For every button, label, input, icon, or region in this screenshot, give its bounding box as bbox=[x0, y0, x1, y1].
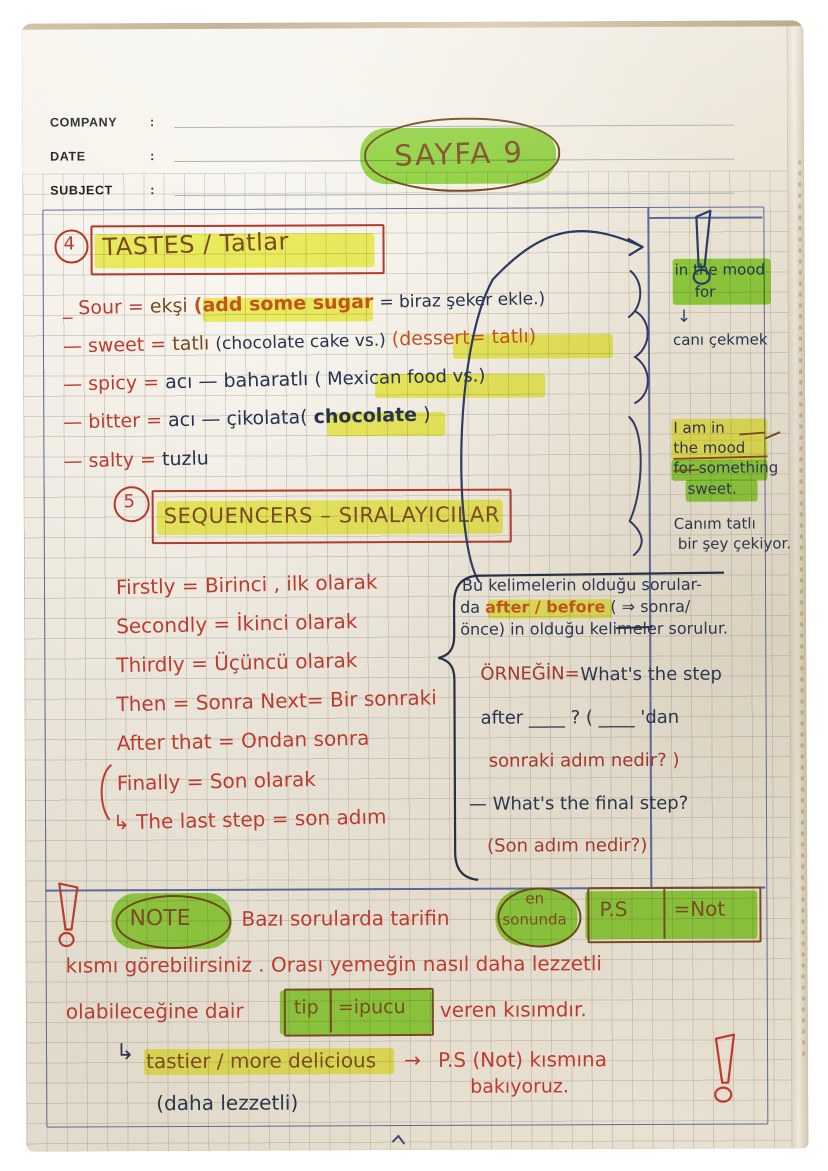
letterhead-company-colon: : bbox=[149, 115, 155, 130]
explain-line-2b: after / before bbox=[485, 597, 606, 617]
note-line-3b: veren kısımdır. bbox=[439, 997, 587, 1022]
taste-4-paren2: ) bbox=[422, 403, 431, 426]
note-line-4b: P.S (Not) kısmına bbox=[438, 1047, 608, 1072]
taste-1-tr: ekşi bbox=[149, 294, 188, 318]
margin-note-1-line-1: in the mood bbox=[674, 260, 765, 279]
explain-example-q2a: — What's the final step? bbox=[468, 792, 689, 815]
margin-note-3-line-1: I am in bbox=[673, 418, 725, 437]
note-line-1a: Bazı sorularda tarifin bbox=[241, 905, 450, 931]
sequencer-item-1: Firstly = Birinci , ilk olarak bbox=[115, 569, 378, 600]
margin-note-2: canı çekmek bbox=[672, 330, 768, 349]
sequencer-item-2: Secondly = İkinci olarak bbox=[115, 609, 358, 639]
letterhead-subject-colon: : bbox=[150, 183, 155, 198]
note-line-4-arrow2-icon: → bbox=[404, 1047, 421, 1073]
explain-line-1: Bu kelimelerin olduğu sorular- bbox=[461, 574, 702, 595]
sequencer-item-5: After that = Ondan sonra bbox=[116, 725, 370, 756]
note-line-4c: bakıyoruz. bbox=[470, 1075, 569, 1098]
section-5-heading: SEQUENCERS – SIRALAYICILAR bbox=[163, 502, 501, 529]
taste-3-paren: ( Mexican food vs.) bbox=[314, 365, 486, 391]
margin-note-3-line-4: sweet. bbox=[687, 479, 737, 498]
explain-example-label: ÖRNEĞİN= bbox=[480, 663, 580, 685]
letterhead-company-label: COMPANY bbox=[49, 115, 118, 130]
taste-4-tr: acı — çikolata( bbox=[167, 406, 308, 432]
taste-1-paren: (add some sugar bbox=[193, 290, 374, 317]
taste-2-term: — sweet bbox=[62, 333, 145, 358]
notebook-sheet: COMPANY : DATE : SUBJECT : SAYFA 9 4 TAS… bbox=[21, 20, 809, 1152]
taste-1-eq: = bbox=[127, 295, 145, 319]
margin-note-3-line-3: for something bbox=[673, 458, 779, 477]
note-line-4-arrow-icon: ↳ bbox=[115, 1040, 135, 1066]
tip-box-left: tip bbox=[293, 996, 319, 1019]
note-circle-top: en bbox=[525, 889, 545, 908]
explain-line-2a: da bbox=[460, 597, 481, 617]
taste-3-tr: acı — baharatlı bbox=[164, 368, 309, 394]
ps-left-text: P.S bbox=[599, 897, 628, 922]
taste-4-paren: chocolate bbox=[313, 403, 418, 429]
taste-1-term: _ Sour bbox=[62, 296, 123, 320]
taste-2-tr: tatlı bbox=[171, 332, 210, 356]
explain-example-q2b: (Son adım nedir?) bbox=[487, 834, 648, 857]
taste-row-5: — salty = tuzlu bbox=[63, 447, 210, 473]
section-4-heading: TASTES / Tatlar bbox=[102, 227, 290, 262]
taste-5-eq: = bbox=[139, 448, 157, 471]
taste-1-paren2: = biraz şeker ekle.) bbox=[379, 289, 546, 313]
margin-note-3-line-2: the mood bbox=[673, 438, 746, 457]
margin-note-4-line-2: bir şey çekiyor. bbox=[677, 534, 792, 553]
sequencer-item-6: Finally = Son olarak bbox=[116, 766, 317, 796]
explain-line-2: da after / before ( ⇒ sonra/ bbox=[460, 596, 691, 617]
note-circle-bottom: sonunda bbox=[502, 910, 567, 929]
letterhead-date-colon: : bbox=[150, 149, 155, 164]
taste-5-tr: tuzlu bbox=[161, 447, 210, 471]
note-line-2: kısmı görebilirsiniz . Orası yemeğin nas… bbox=[65, 951, 602, 978]
margin-note-4-line-1: Canım tatlı bbox=[673, 514, 756, 533]
section-4-number: 4 bbox=[63, 233, 76, 255]
ps-right-text: =Not bbox=[673, 896, 726, 921]
letterhead-date-label: DATE bbox=[50, 149, 86, 164]
taste-2-paren: (chocolate cake vs.) bbox=[215, 330, 386, 355]
tip-box-divider bbox=[329, 988, 333, 1033]
sequencer-item-3: Thirdly = Üçüncü olarak bbox=[116, 648, 358, 678]
taste-4-term: — bitter bbox=[63, 409, 141, 434]
note-line-4a: tastier / more delicious bbox=[146, 1048, 377, 1074]
page-badge-text: SAYFA 9 bbox=[393, 134, 525, 173]
taste-5-term: — salty bbox=[63, 448, 135, 473]
note-line-5: (daha lezzetli) bbox=[156, 1090, 299, 1116]
note-badge-text: NOTE bbox=[129, 905, 191, 932]
explain-line-3: önce) in olduğu kelimeler sorulur. bbox=[460, 618, 729, 639]
taste-2-paren2: (dessert= tatlı) bbox=[391, 325, 537, 351]
explain-example-q1a: What's the step bbox=[580, 663, 722, 686]
taste-2-eq: = bbox=[150, 333, 167, 356]
explain-example-q1b: after ____ ? ( ____ 'dan bbox=[480, 706, 680, 729]
letterhead-subject-label: SUBJECT bbox=[50, 183, 113, 198]
explain-line-2c: ( ⇒ sonra/ bbox=[610, 596, 691, 617]
margin-note-1-line-2: for bbox=[694, 282, 716, 301]
taste-4-eq: = bbox=[145, 409, 163, 432]
tip-box-right: =ipucu bbox=[337, 996, 406, 1019]
ps-box-divider bbox=[663, 886, 666, 939]
section-5-number: 5 bbox=[123, 491, 136, 513]
taste-3-term: — spicy bbox=[62, 371, 138, 396]
margin-arrow-down-icon: ↓ bbox=[676, 306, 692, 327]
taste-3-eq: = bbox=[142, 371, 160, 394]
explain-example-q1c: sonraki adım nedir? ) bbox=[488, 749, 680, 772]
note-line-3a: olabileceğine dair bbox=[65, 998, 244, 1024]
